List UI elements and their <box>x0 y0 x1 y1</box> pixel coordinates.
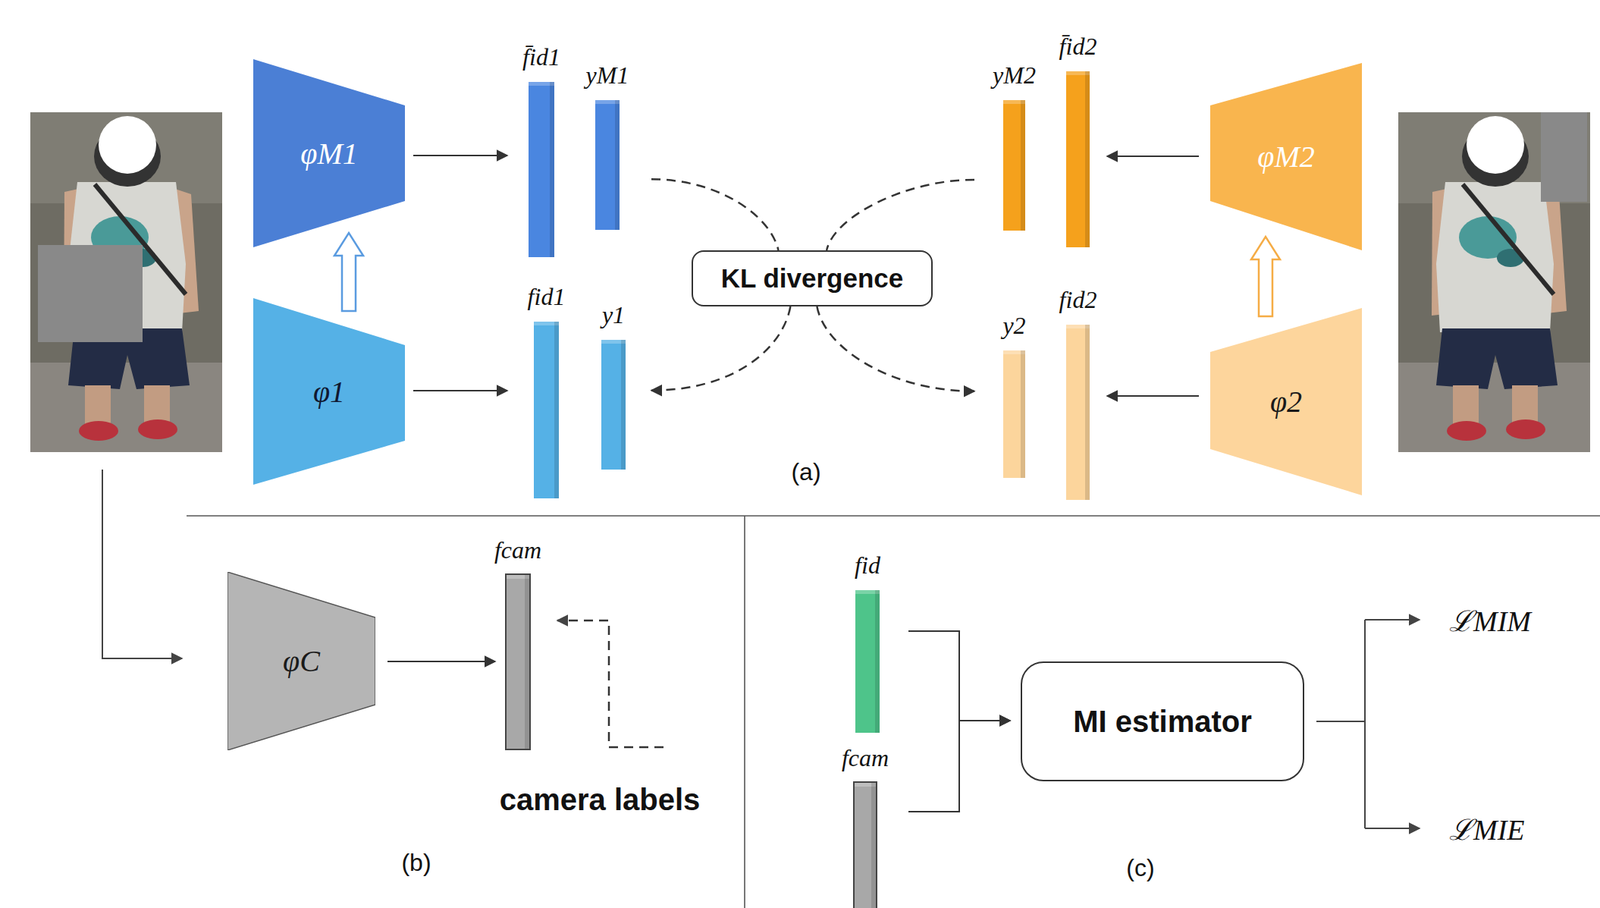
loss-branch-line <box>1316 720 1365 722</box>
dashed-divergence-connector <box>651 306 791 391</box>
dashed-divergence-connector <box>651 178 779 251</box>
mean-encoder-trapezoid: φM1 <box>253 59 405 248</box>
loss-label: ℒMIE <box>1449 808 1525 848</box>
feature-bar: fid2 <box>1066 324 1090 500</box>
feature-bar: f̄id1 <box>528 81 555 258</box>
arrow-connector <box>1107 155 1199 157</box>
panel-separator <box>743 515 746 908</box>
vector-label: yM1 <box>586 61 630 90</box>
trapezoid-shape <box>253 59 405 248</box>
encoder-trapezoid: φ1 <box>253 298 405 485</box>
input-image-left <box>30 112 223 452</box>
merge-connector <box>908 630 1011 721</box>
box-text: KL divergence <box>721 263 904 294</box>
network-name: φ1 <box>313 373 346 410</box>
panel-label: (a) <box>790 458 821 487</box>
prediction-bar: y1 <box>601 339 626 470</box>
dashed-divergence-connector <box>816 306 975 392</box>
estimator-box: MI estimator <box>1020 661 1305 782</box>
vector-label: y1 <box>602 301 625 330</box>
loss-branch-arrow <box>1364 618 1420 621</box>
encoder-trapezoid: φ2 <box>1210 307 1362 496</box>
network-name: φ2 <box>1270 383 1302 420</box>
loss-branch-arrow <box>1364 827 1420 829</box>
network-name: φM1 <box>300 135 358 172</box>
vector-label: fid2 <box>1059 285 1098 314</box>
prediction-bar: yM2 <box>1003 100 1026 231</box>
panel-label: (b) <box>401 848 431 877</box>
trapezoid-shape <box>253 298 405 485</box>
arrow-connector <box>1107 395 1199 397</box>
vector-label: f̄id2 <box>1059 32 1098 61</box>
camera-feature-bar: fcam <box>505 573 531 750</box>
occlusion-patch <box>1540 112 1588 202</box>
occlusion-patch <box>37 244 143 342</box>
vector-label: y2 <box>1002 311 1026 340</box>
loss-label: ℒMIM <box>1449 599 1531 640</box>
trapezoid-shape <box>227 571 376 750</box>
identity-feature-bar: fid <box>855 589 880 733</box>
loss-branch-line <box>1364 619 1366 829</box>
camera-encoder-trapezoid: φC <box>227 571 376 750</box>
vector-label: fid <box>854 551 881 580</box>
vector-label: fid1 <box>527 282 566 311</box>
annotation-text: camera labels <box>499 782 701 817</box>
camera-feature-bar: fcam <box>853 781 878 908</box>
pedestrian-photo <box>1398 112 1591 452</box>
vector-label: fcam <box>494 536 542 565</box>
arrow-connector <box>387 660 496 662</box>
prediction-bar: y2 <box>1003 350 1026 478</box>
vector-label: f̄id1 <box>522 43 561 72</box>
mean-encoder-trapezoid: φM2 <box>1210 62 1362 251</box>
panel-separator <box>186 514 1600 517</box>
box-text: MI estimator <box>1072 704 1252 739</box>
loss-box: KL divergence <box>691 250 933 307</box>
vector-label: fcam <box>841 743 889 772</box>
image-input-line <box>102 469 182 659</box>
trapezoid-shape <box>1210 62 1362 251</box>
vector-label: yM2 <box>992 61 1036 90</box>
pedestrian-photo <box>30 112 223 452</box>
hollow-arrow <box>1251 236 1280 317</box>
feature-bar: fid1 <box>533 321 559 499</box>
network-name: φM2 <box>1257 138 1315 175</box>
network-name: φC <box>282 643 320 679</box>
prediction-bar: yM1 <box>595 100 620 230</box>
camera-label-supervision <box>557 620 664 747</box>
merge-connector <box>908 720 1011 812</box>
trapezoid-shape <box>1210 307 1362 496</box>
feature-bar: f̄id2 <box>1066 71 1090 248</box>
input-image-right <box>1398 112 1591 452</box>
arrow-connector <box>413 389 508 392</box>
arrow-connector <box>413 154 508 157</box>
panel-label: (c) <box>1126 853 1155 882</box>
hollow-arrow <box>334 232 364 311</box>
dashed-divergence-connector <box>826 179 975 251</box>
